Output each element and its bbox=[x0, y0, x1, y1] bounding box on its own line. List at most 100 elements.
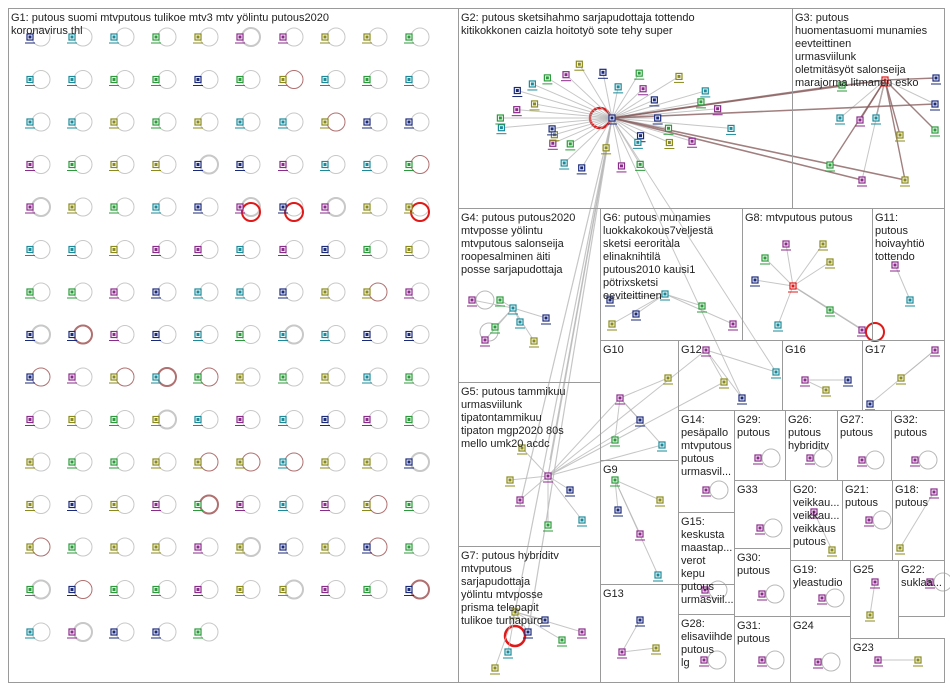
node-core bbox=[154, 333, 158, 336]
node-core bbox=[365, 120, 369, 124]
node-core bbox=[28, 163, 32, 166]
group-label-g21: G21:putous bbox=[845, 484, 879, 509]
node-core bbox=[838, 116, 842, 120]
node-core bbox=[154, 503, 158, 506]
node-core bbox=[281, 333, 285, 336]
self-loop-edge bbox=[475, 290, 495, 310]
node-core bbox=[636, 140, 640, 144]
node-core bbox=[700, 304, 704, 308]
node-core bbox=[608, 298, 612, 302]
node-core bbox=[867, 518, 871, 522]
group-label-g10: G10 bbox=[603, 344, 624, 356]
edge bbox=[619, 377, 669, 399]
node-core bbox=[876, 658, 880, 662]
node-core bbox=[323, 333, 327, 336]
node-core bbox=[238, 588, 242, 591]
node-core bbox=[637, 71, 641, 75]
node-core bbox=[154, 78, 158, 81]
group-label-g32: G32:putous bbox=[894, 414, 928, 439]
group-label-line: G6: putous munamies bbox=[603, 212, 711, 224]
edge bbox=[611, 88, 644, 119]
node-core bbox=[898, 133, 902, 137]
node-core bbox=[580, 630, 584, 634]
node-core bbox=[532, 339, 536, 343]
group-label-line: posse sarjapudottaja bbox=[461, 264, 563, 276]
group-label-line: G8: mtvputous putous bbox=[745, 212, 853, 224]
group-label-line: pesäpallo bbox=[681, 427, 728, 439]
node-core bbox=[196, 290, 200, 294]
group-label-line: putous bbox=[840, 427, 874, 439]
node-core bbox=[933, 348, 937, 352]
group-label-line: G15: bbox=[681, 516, 705, 528]
node-core bbox=[530, 82, 534, 86]
node-core bbox=[238, 503, 242, 506]
node-core bbox=[913, 458, 917, 462]
edge bbox=[705, 349, 725, 383]
edge bbox=[894, 264, 911, 301]
node-core bbox=[858, 118, 862, 122]
node-core bbox=[932, 490, 936, 494]
group-label-line: tipatontammikuu bbox=[461, 412, 542, 424]
node-core bbox=[580, 518, 584, 522]
group-label-line: tulikoe turhapuro bbox=[461, 615, 543, 627]
group-label-g2: G2: putous sketsihahmo sarjapudottaja to… bbox=[461, 12, 695, 37]
group-label-line: pötrixsketsi bbox=[603, 277, 658, 289]
self-loop-edge bbox=[761, 448, 781, 468]
node-core bbox=[543, 618, 547, 622]
node-core bbox=[407, 163, 411, 166]
node-core bbox=[112, 460, 116, 464]
group-label-g31: G31:putous bbox=[737, 620, 771, 645]
node-core bbox=[613, 478, 617, 482]
node-core bbox=[407, 545, 411, 549]
node-core bbox=[281, 418, 285, 421]
node-core bbox=[791, 284, 795, 288]
group-label-line: prisma telepapit bbox=[461, 602, 539, 614]
edge bbox=[611, 293, 666, 325]
self-loop-edge bbox=[918, 450, 938, 470]
node-core bbox=[154, 460, 158, 464]
node-core bbox=[868, 613, 872, 617]
edge bbox=[547, 381, 725, 477]
node-core bbox=[498, 116, 502, 120]
edge bbox=[514, 611, 546, 621]
edge bbox=[611, 117, 641, 137]
node-core bbox=[281, 375, 285, 379]
edge bbox=[547, 475, 571, 491]
node-core bbox=[610, 116, 614, 120]
node-core bbox=[154, 418, 158, 421]
node-core bbox=[281, 588, 285, 591]
group-label-line: putous bbox=[737, 565, 771, 577]
node-core bbox=[28, 545, 32, 549]
node-core bbox=[513, 610, 517, 614]
node-core bbox=[196, 588, 200, 591]
group-label-line: yölintu mtvposse bbox=[461, 589, 543, 601]
group-frame-g33 bbox=[734, 480, 791, 549]
node-core bbox=[518, 320, 522, 324]
node-core bbox=[716, 107, 720, 111]
node-core bbox=[196, 333, 200, 336]
node-core bbox=[238, 205, 242, 209]
node-core bbox=[365, 163, 369, 166]
node-core bbox=[365, 545, 369, 549]
node-core bbox=[365, 248, 369, 251]
node-core bbox=[840, 83, 844, 87]
node-core bbox=[928, 580, 932, 584]
edge bbox=[611, 117, 670, 143]
node-core bbox=[407, 120, 411, 124]
node-core bbox=[28, 290, 32, 294]
node-core bbox=[729, 126, 733, 130]
node-core bbox=[898, 546, 902, 550]
node-core bbox=[365, 588, 369, 591]
self-loop-edge bbox=[410, 202, 430, 222]
node-core bbox=[365, 290, 369, 294]
group-label-line: putous bbox=[681, 644, 715, 656]
group-label-line: putous bbox=[681, 453, 715, 465]
group-label-line: kepu bbox=[681, 568, 705, 580]
node-core bbox=[868, 402, 872, 406]
node-core bbox=[196, 35, 200, 39]
